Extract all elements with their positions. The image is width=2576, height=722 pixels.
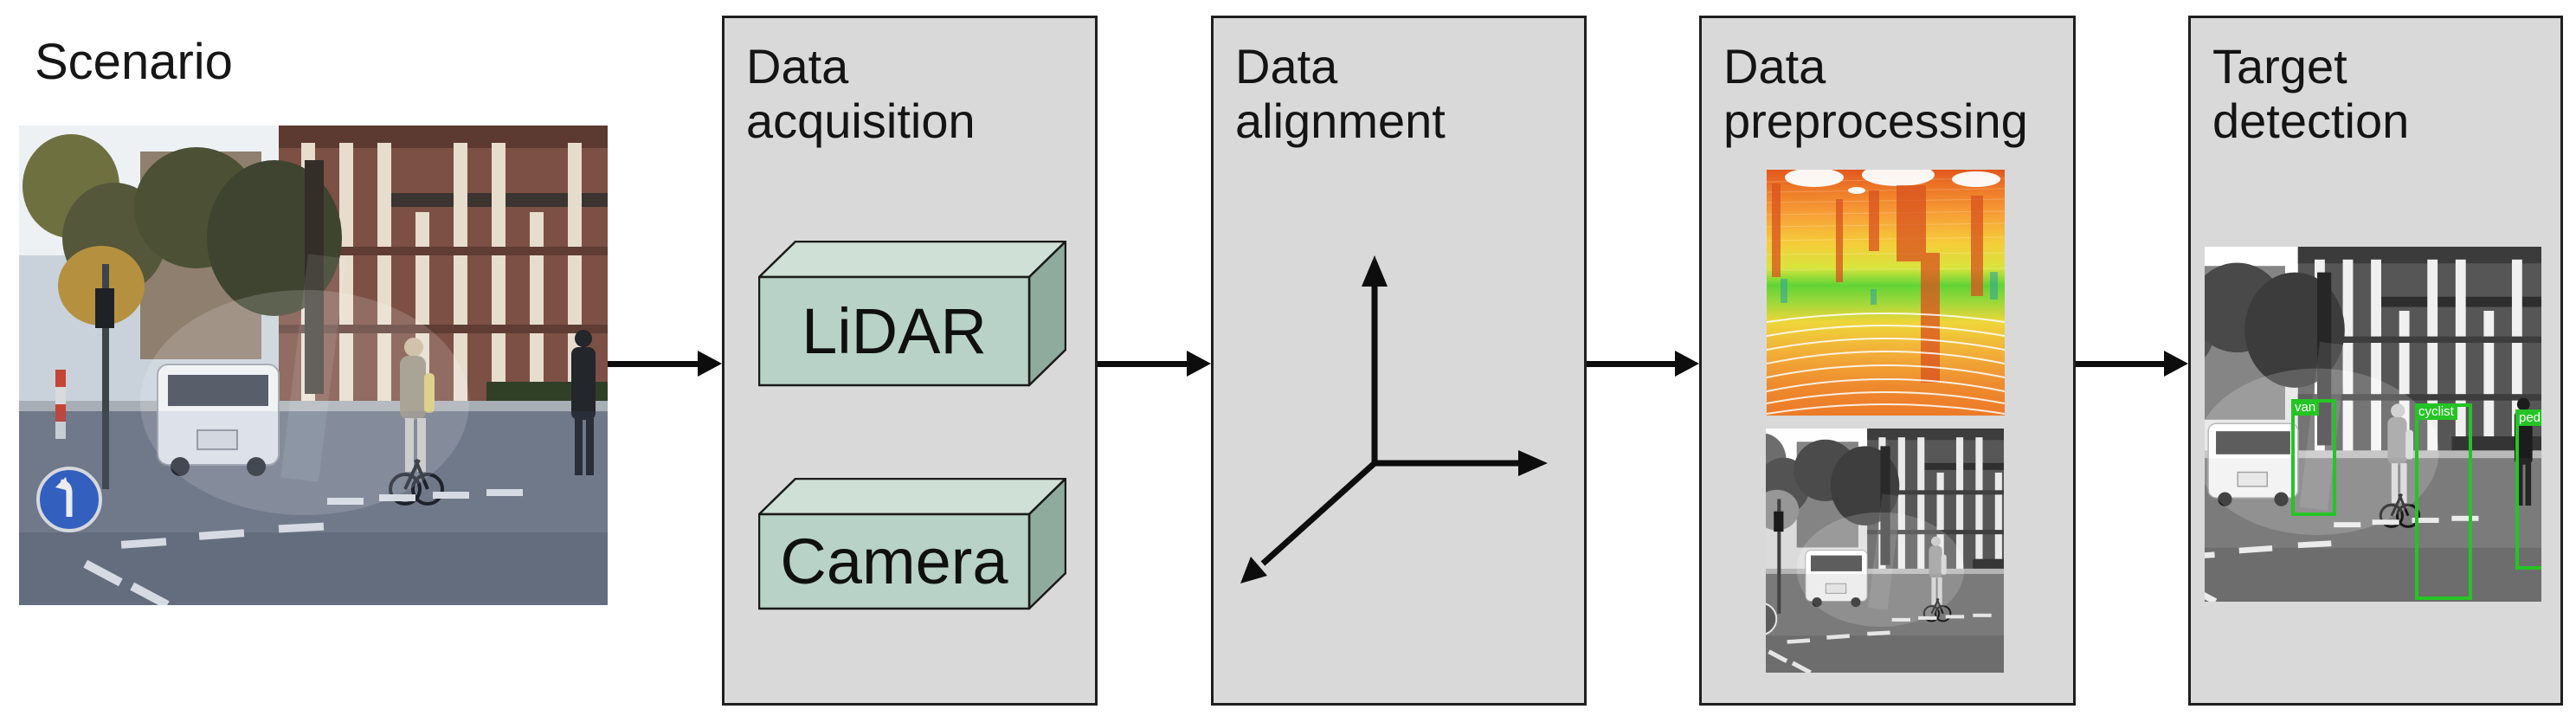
street-photo-color (19, 126, 608, 605)
arrow-shaft (608, 361, 701, 367)
bbox-cyclist-label: cyclist (2415, 403, 2457, 420)
axis-x-arrowhead-icon (1518, 450, 1548, 476)
arrow-head-icon (1675, 351, 1699, 377)
stage-title-line: detection (2212, 93, 2410, 148)
stage-panel-acquisition: Data acquisition LiDAR Camera (722, 16, 1098, 706)
scenario-label: Scenario (35, 34, 233, 90)
cuboid-front-face (758, 275, 1031, 387)
camera-label: Camera (780, 525, 1008, 597)
bbox-van-label: van (2291, 399, 2320, 416)
flow-arrow (608, 351, 722, 377)
arrow-shaft (2076, 361, 2167, 367)
stage-title: Data preprocessing (1723, 39, 2028, 148)
stage-title: Target detection (2212, 39, 2409, 148)
stage-title-line: Data (1235, 39, 1338, 93)
flow-arrow (1587, 351, 1699, 377)
stage-title-line: preprocessing (1723, 93, 2028, 148)
stage-panel-alignment: Data alignment (1211, 16, 1587, 706)
arrow-shaft (1587, 361, 1678, 367)
camera-cuboid (758, 478, 1066, 610)
street-photo-gray (1766, 429, 2004, 673)
detection-result-image: van cyclist ped (2205, 247, 2541, 602)
camera-grayscale-image (1766, 429, 2004, 673)
detection-base-photo (2205, 247, 2541, 602)
flow-arrow (2076, 351, 2188, 377)
bbox-pedestrian-label: ped (2515, 409, 2541, 426)
street-photo-detection (2205, 247, 2541, 602)
stage-title-line: Data (1723, 39, 1826, 93)
axis-z-arrowhead-icon (1240, 557, 1267, 583)
stage-title-line: acquisition (746, 93, 976, 148)
stage-title-line: alignment (1235, 93, 1446, 148)
stage-title: Data alignment (1235, 39, 1446, 148)
flow-arrow (1098, 351, 1211, 377)
range-image-art (1767, 170, 2005, 416)
arrow-head-icon (2164, 351, 2188, 377)
axis-z (1260, 461, 1377, 566)
coordinate-axes (1240, 255, 1548, 583)
stage-title: Data acquisition (746, 39, 976, 148)
stage-title-line: Data (746, 39, 849, 93)
bbox-pedestrian: ped (2515, 409, 2541, 570)
lidar-label: LiDAR (802, 295, 987, 367)
cuboid-front-face (758, 512, 1031, 610)
stage-title-line: Target (2212, 39, 2347, 93)
arrow-shaft (1098, 361, 1190, 367)
cuboid-top-face (758, 478, 1066, 516)
stage-panel-preprocessing: Data preprocessing (1699, 16, 2076, 706)
bbox-van: van (2291, 399, 2336, 516)
axis-y-arrowhead-icon (1362, 255, 1388, 287)
stage-panel-detection: Target detection van cyclist ped (2188, 16, 2563, 706)
arrow-head-icon (698, 351, 722, 377)
bbox-cyclist: cyclist (2415, 403, 2472, 600)
lidar-range-image (1767, 170, 2005, 416)
cuboid-top-face (758, 241, 1066, 279)
arrow-head-icon (1187, 351, 1211, 377)
scenario-photo (19, 126, 608, 605)
lidar-cuboid (758, 241, 1066, 387)
